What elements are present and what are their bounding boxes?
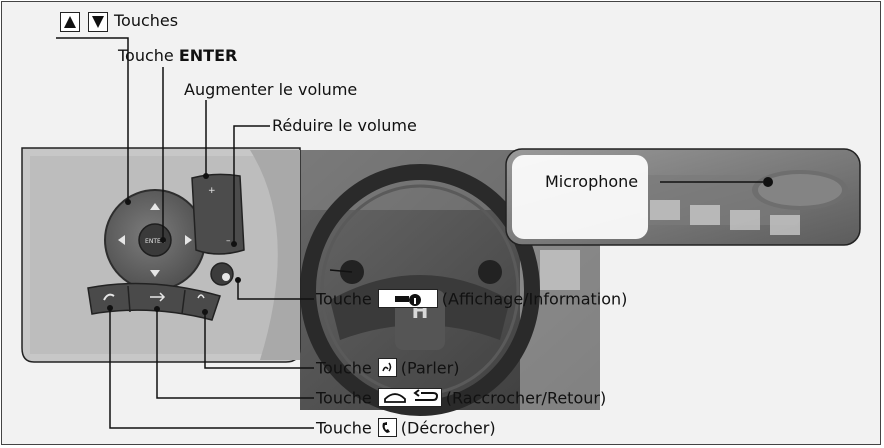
label-display-text: (Affichage/Information) (441, 289, 628, 309)
display-key-icon (377, 289, 438, 308)
pickup-key-icon (377, 418, 397, 437)
triangle-up-icon (64, 16, 76, 28)
dpad-left-icon (118, 235, 125, 245)
talk-key-icon (377, 358, 397, 377)
callout-lines (56, 37, 353, 429)
label-enter-bold: ENTER (178, 46, 238, 65)
enter-key-text: ENTER (145, 238, 165, 245)
vol-minus-text: – (226, 236, 231, 246)
label-hangup-key: Touche (Raccrocher/Retour) (316, 388, 606, 410)
label-enter-key: Touche ENTER (118, 46, 237, 66)
label-display-key: Touche (Affichage/Information) (316, 289, 627, 311)
display-button-shape (210, 262, 234, 286)
label-talk-text: (Parler) (400, 358, 460, 378)
phone-button-row (87, 282, 221, 321)
down-key-box (88, 12, 108, 32)
hangup-icon (150, 292, 166, 302)
label-enter-prefix: Touche (118, 46, 174, 65)
microphone-inset (505, 148, 861, 246)
dpad-up-icon (150, 203, 160, 210)
label-volume-up: Augmenter le volume (184, 80, 358, 99)
label-volume-down: Réduire le volume (272, 116, 417, 135)
pickup-icon (103, 293, 115, 301)
steering-controls-inset: ENTER + – (21, 147, 301, 363)
label-arrow-keys: Touches (114, 11, 179, 30)
label-talk-key: Touche (Parler) (316, 358, 459, 380)
up-key-box (60, 12, 80, 32)
label-pickup-key: Touche (Décrocher) (316, 418, 496, 440)
label-display-prefix: Touche (316, 289, 372, 309)
label-pickup-text: (Décrocher) (400, 418, 496, 438)
dpad-down-icon (150, 270, 160, 277)
label-pickup-prefix: Touche (316, 418, 372, 438)
label-hangup-text: (Raccrocher/Retour) (445, 388, 607, 408)
talk-icon (197, 294, 205, 299)
label-hangup-prefix: Touche (316, 388, 372, 408)
label-microphone: Microphone (545, 172, 639, 191)
triangle-down-icon (92, 16, 104, 28)
microphone-point (763, 177, 773, 187)
vol-plus-text: + (208, 186, 216, 196)
label-talk-prefix: Touche (316, 358, 372, 378)
hangup-key-icon (377, 388, 442, 407)
dpad-right-icon (185, 235, 192, 245)
